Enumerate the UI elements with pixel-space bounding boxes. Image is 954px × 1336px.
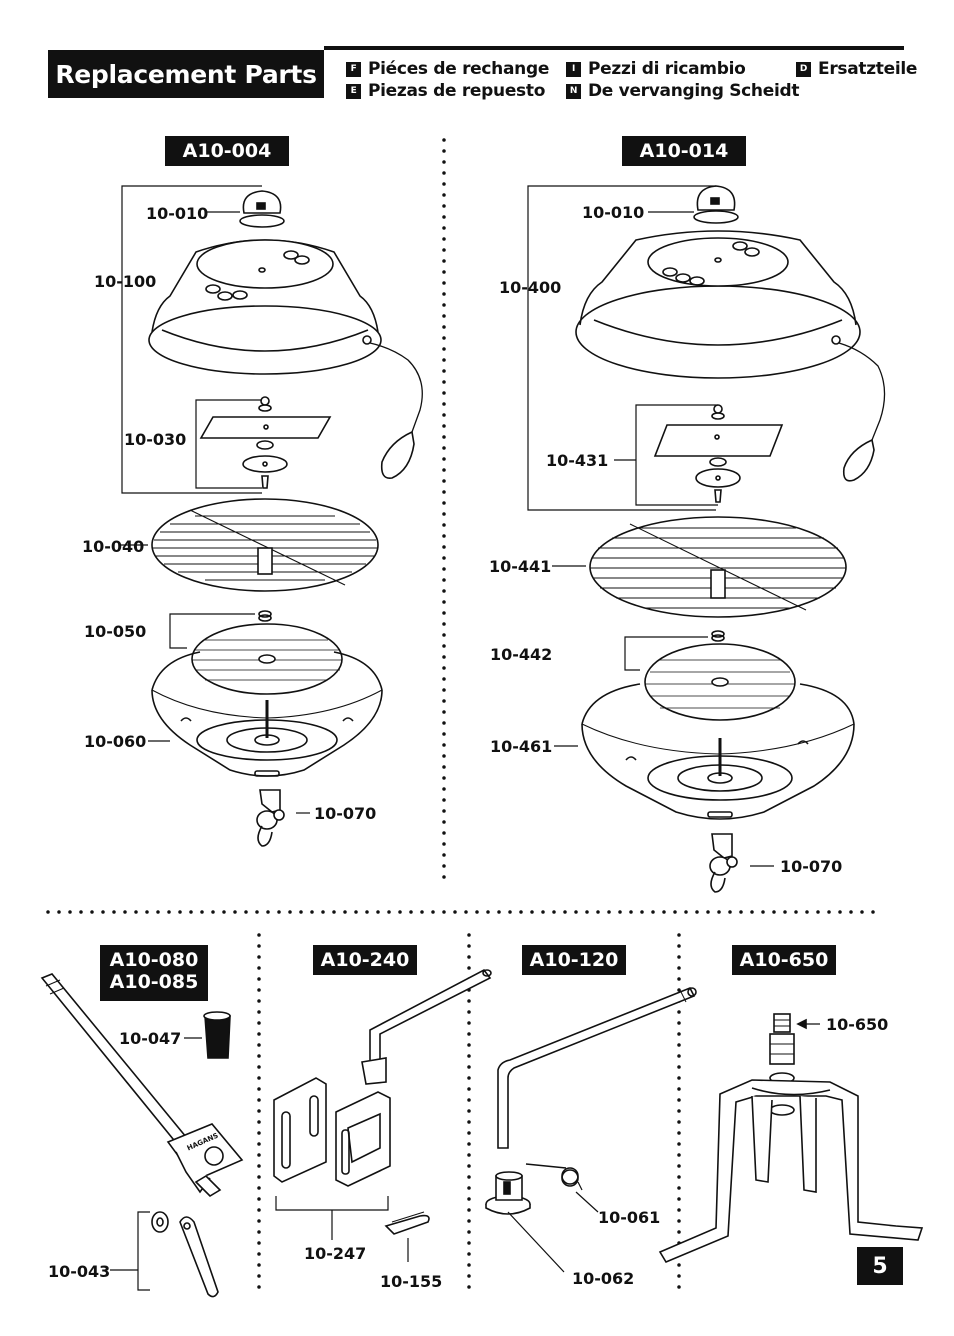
header-rule	[324, 46, 904, 50]
section-title-line: A10-085	[109, 971, 199, 993]
lang-dutch: N De vervanging Scheidt	[566, 81, 799, 101]
lang-label: Piéces de rechange	[368, 59, 550, 79]
lang-label: Ersatzteile	[818, 59, 918, 79]
hook-10-070	[256, 789, 285, 847]
a10-120-drawing	[485, 986, 697, 1273]
part-label: 10-040	[82, 537, 145, 556]
lang-code-badge: E	[346, 83, 361, 99]
section-a10-120: A10-120	[522, 945, 626, 975]
section-title-line: A10-080	[109, 949, 199, 971]
part-label: 10-060	[84, 732, 147, 751]
page-number: 5	[857, 1247, 903, 1285]
lang-code-badge: I	[566, 61, 581, 77]
a10-080-drawing	[40, 973, 244, 1298]
a10-650-drawing	[658, 1013, 924, 1264]
part-label: 10-441	[489, 557, 552, 576]
lang-french: F Piéces de rechange	[346, 59, 549, 79]
lang-italian: I Pezzi di ricambio	[566, 59, 746, 79]
part-label: 10-100	[94, 272, 157, 291]
a10-014-drawing	[527, 185, 886, 893]
page-title: Replacement Parts	[48, 50, 324, 98]
lang-label: Piezas de repuesto	[368, 81, 546, 101]
a10-004-drawing	[120, 185, 423, 847]
part-label: 10-030	[124, 430, 187, 449]
part-label: 10-043	[48, 1262, 111, 1281]
section-a10-650: A10-650	[732, 945, 836, 975]
part-label: 10-442	[490, 645, 553, 664]
part-label: 10-431	[546, 451, 609, 470]
section-a10-014: A10-014	[622, 136, 746, 166]
part-label: 10-061	[598, 1208, 661, 1227]
part-label: 10-461	[490, 737, 553, 756]
part-label: 10-010	[582, 203, 645, 222]
part-label: 10-247	[304, 1244, 367, 1263]
section-a10-004: A10-004	[165, 136, 289, 166]
a10-240-drawing	[273, 968, 492, 1262]
lang-code-badge: D	[796, 61, 811, 77]
part-label: 10-010	[146, 204, 209, 223]
part-label: 10-155	[380, 1272, 443, 1291]
part-label: 10-070	[780, 857, 843, 876]
part-label: 10-400	[499, 278, 562, 297]
lang-label: De vervanging Scheidt	[588, 81, 800, 101]
part-label: 10-050	[84, 622, 147, 641]
part-label: 10-070	[314, 804, 377, 823]
grate-10-040	[151, 498, 379, 592]
hook-10-070b	[709, 833, 738, 893]
grate-10-441	[589, 516, 847, 618]
lang-code-badge: N	[566, 83, 581, 99]
lang-german: D Ersatzteile	[796, 59, 917, 79]
part-label: 10-650	[826, 1015, 889, 1034]
lang-code-badge: F	[346, 61, 361, 77]
section-a10-240: A10-240	[313, 945, 417, 975]
lang-spanish: E Piezas de repuesto	[346, 81, 545, 101]
part-label: 10-047	[119, 1029, 182, 1048]
lang-label: Pezzi di ricambio	[588, 59, 746, 79]
section-a10-080: A10-080 A10-085	[100, 945, 208, 1001]
part-label: 10-062	[572, 1269, 635, 1288]
